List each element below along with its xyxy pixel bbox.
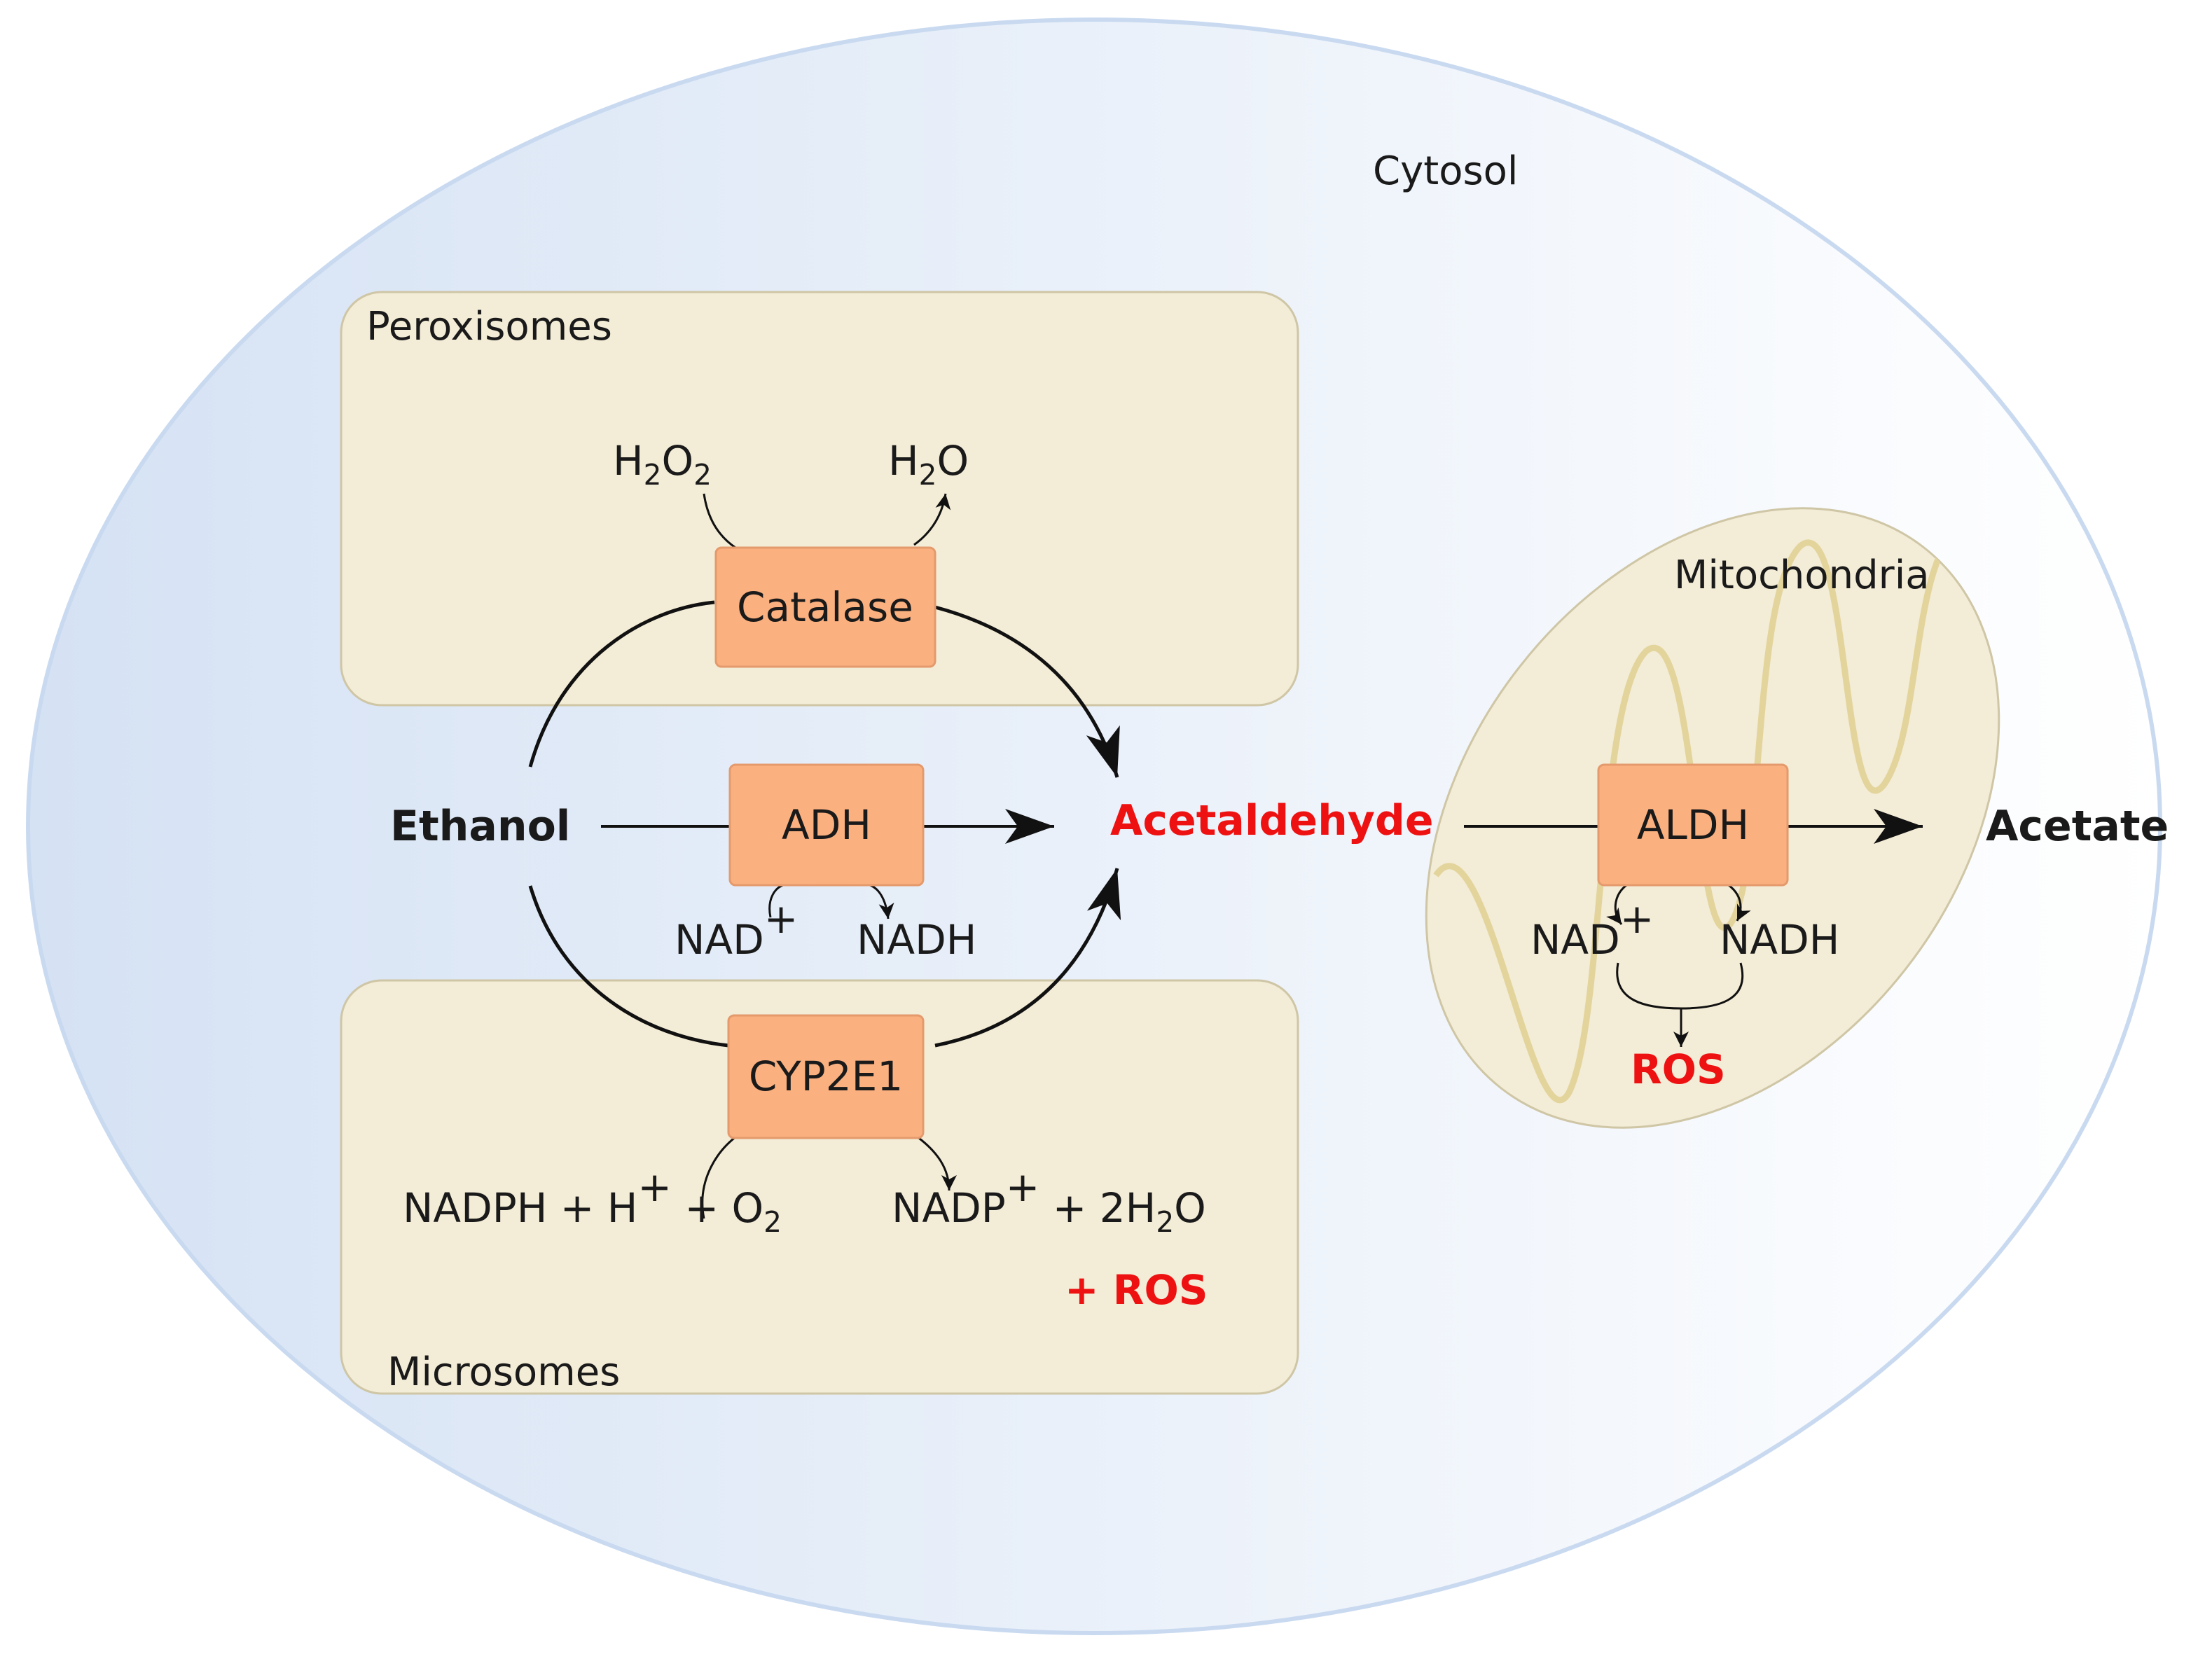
cyp2e1-pathway-arrow <box>528 868 1117 1048</box>
aldh-enzyme: ALDH <box>1597 763 1789 887</box>
cyp2e1-enzyme: CYP2E1 <box>727 1014 925 1139</box>
acetaldehyde-label: Acetaldehyde <box>1110 796 1434 845</box>
aldh-nad-arrow <box>1606 882 1629 925</box>
cyp2e1-substrates-label: NADPH + H+ + O2 <box>403 1163 782 1239</box>
aldh-label: ALDH <box>1637 801 1749 849</box>
microsomes-label: Microsomes <box>387 1349 620 1395</box>
h2o2-label: H2O2 <box>613 437 712 492</box>
microsomes-compartment <box>340 979 1299 1395</box>
adh-label: ADH <box>782 801 871 849</box>
mitochondria-label: Mitochondria <box>1674 553 1930 598</box>
adh-nadh-label: NADH <box>857 916 976 964</box>
microsome-ros-label: + ROS <box>1065 1266 1208 1314</box>
ethanol-label: Ethanol <box>390 802 570 851</box>
acetate-label: Acetate <box>1986 802 2169 851</box>
aldh-nad-label: NAD+ <box>1530 895 1654 964</box>
h2o2-consumed-arrow <box>703 493 736 549</box>
peroxisomes-label: Peroxisomes <box>366 304 612 349</box>
catalase-pathway-arrow <box>528 600 1117 777</box>
aldh-nadh-label: NADH <box>1720 916 1839 964</box>
cytosol-label: Cytosol <box>1373 148 1518 194</box>
catalase-label: Catalase <box>737 583 913 631</box>
h2o-label: H2O <box>888 437 969 492</box>
cyp2e1-products-label: NADP+ + 2H2O <box>892 1163 1206 1239</box>
aldh-nadh-arrow <box>1726 882 1751 922</box>
adh-nad-label: NAD+ <box>675 895 798 964</box>
peroxisomes-compartment <box>340 291 1299 707</box>
mitochondria-cristae <box>1433 529 1957 1104</box>
cyp2e1-substrate-arrow <box>701 1133 740 1219</box>
catalase-enzyme: Catalase <box>714 546 936 668</box>
cyp2e1-product-arrow <box>913 1133 957 1191</box>
h2o-produced-arrow <box>913 493 951 546</box>
cyp2e1-label: CYP2E1 <box>749 1053 903 1100</box>
adh-enzyme: ADH <box>728 763 925 887</box>
mitochondria-ros-label: ROS <box>1631 1046 1726 1093</box>
